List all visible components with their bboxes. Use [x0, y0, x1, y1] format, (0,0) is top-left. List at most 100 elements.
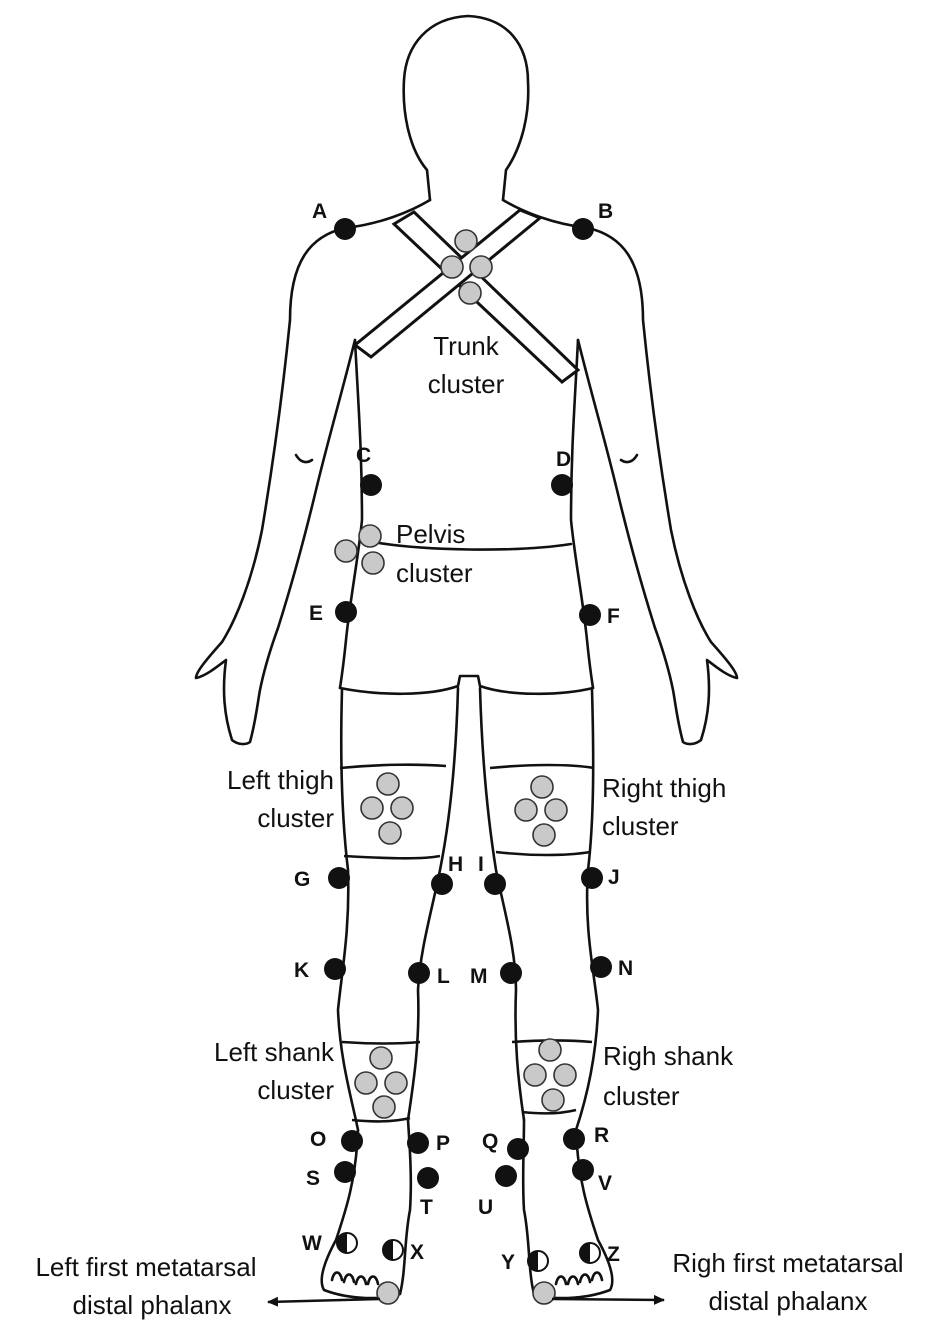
right-thigh-cluster-label-2: cluster — [602, 811, 679, 841]
cluster-marker — [533, 824, 555, 846]
marker-C — [360, 474, 382, 496]
cluster-marker — [335, 540, 357, 562]
marker-P — [407, 1132, 429, 1154]
marker-K — [324, 958, 346, 980]
marker-label: K — [294, 959, 309, 982]
left-toe-arrow — [268, 1299, 380, 1302]
marker-label: Z — [607, 1243, 620, 1266]
marker-X — [383, 1240, 403, 1260]
torso-right — [571, 340, 593, 688]
marker-label: D — [556, 448, 571, 471]
marker-label: H — [448, 853, 463, 876]
cluster-marker — [531, 776, 553, 798]
right-leg-inner — [480, 688, 524, 1120]
marker-D — [551, 474, 573, 496]
cluster-marker — [470, 256, 492, 278]
left-shank-band-bottom — [352, 1118, 410, 1121]
cluster-marker — [554, 1064, 576, 1086]
left-toe-label-2: distal phalanx — [73, 1290, 232, 1320]
marker-label: P — [436, 1132, 450, 1155]
cluster-marker — [515, 799, 537, 821]
cluster-marker — [359, 525, 381, 547]
marker-label: U — [478, 1196, 493, 1219]
left-shank-cluster-label-2: cluster — [257, 1075, 334, 1105]
marker-label: W — [302, 1232, 322, 1255]
marker-label: G — [294, 868, 310, 891]
marker-label: E — [309, 602, 323, 625]
marker-label: T — [420, 1196, 433, 1219]
pelvis-cluster-label-2: cluster — [396, 558, 473, 588]
right-elbow-mark — [621, 455, 637, 462]
marker-label: I — [478, 853, 484, 876]
marker-Z — [580, 1243, 600, 1263]
marker-label: C — [356, 444, 371, 467]
marker-label: L — [437, 965, 450, 988]
right-toe-label-2: distal phalanx — [709, 1286, 868, 1316]
cluster-marker — [379, 822, 401, 844]
marker-label: O — [310, 1128, 326, 1151]
cluster-marker — [539, 1039, 561, 1061]
marker-N — [590, 956, 612, 978]
right-leg-outer — [576, 690, 598, 1130]
right-toe-arrow — [552, 1299, 664, 1300]
cluster-marker — [385, 1072, 407, 1094]
right-shank-cluster-label-1: Righ shank — [603, 1041, 734, 1071]
cluster-marker — [459, 282, 481, 304]
marker-S — [334, 1161, 356, 1183]
cluster-marker — [377, 773, 399, 795]
cluster-marker — [441, 256, 463, 278]
shorts-hem — [340, 676, 593, 694]
marker-Y — [528, 1251, 548, 1271]
marker-label: J — [608, 866, 620, 889]
marker-E — [335, 601, 357, 623]
marker-O — [341, 1130, 363, 1152]
cluster-marker — [370, 1047, 392, 1069]
cluster-marker — [524, 1064, 546, 1086]
marker-label: Y — [501, 1251, 515, 1274]
right-toe-label-1: Righ first metatarsal — [672, 1248, 903, 1278]
cluster-marker — [355, 1072, 377, 1094]
marker-label: B — [598, 200, 613, 223]
marker-R — [563, 1128, 585, 1150]
marker-I — [484, 873, 506, 895]
torso-left — [340, 340, 362, 688]
marker-V — [572, 1159, 594, 1181]
marker-G — [328, 867, 350, 889]
marker-label: S — [306, 1167, 320, 1190]
left-thigh-band-bottom — [344, 856, 440, 858]
left-shank-band-top — [342, 1042, 420, 1044]
marker-J — [581, 867, 603, 889]
marker-label: N — [618, 957, 633, 980]
marker-W — [337, 1233, 357, 1253]
right-arm-outline — [503, 200, 737, 744]
cluster-marker — [373, 1096, 395, 1118]
left-leg-inner — [408, 688, 458, 1120]
left-toe-marker — [377, 1282, 399, 1304]
right-thigh-band-top — [490, 765, 594, 768]
left-thigh-cluster-label-2: cluster — [257, 803, 334, 833]
marker-Q — [507, 1138, 529, 1160]
marker-H — [431, 873, 453, 895]
marker-label: X — [410, 1241, 424, 1264]
waistband — [362, 540, 571, 550]
marker-U — [495, 1165, 517, 1187]
marker-B — [572, 218, 594, 240]
left-foot-outline — [322, 1120, 411, 1298]
left-toes — [332, 1273, 378, 1285]
left-shank-cluster-markers — [355, 1047, 407, 1118]
right-thigh-band-bottom — [496, 852, 590, 855]
cluster-marker — [362, 552, 384, 574]
half-markers — [337, 1233, 600, 1271]
left-arm-outline — [196, 200, 430, 744]
marker-label: F — [607, 605, 620, 628]
left-elbow-mark — [296, 455, 312, 462]
right-toes — [556, 1273, 602, 1285]
cluster-labels: Trunk cluster Pelvis cluster Left thigh … — [214, 331, 734, 1111]
cluster-marker — [455, 230, 477, 252]
right-thigh-cluster-label-1: Right thigh — [602, 773, 726, 803]
head-outline — [404, 16, 529, 200]
marker-A — [334, 218, 356, 240]
marker-T — [417, 1167, 439, 1189]
right-shank-cluster-label-2: cluster — [603, 1081, 680, 1111]
